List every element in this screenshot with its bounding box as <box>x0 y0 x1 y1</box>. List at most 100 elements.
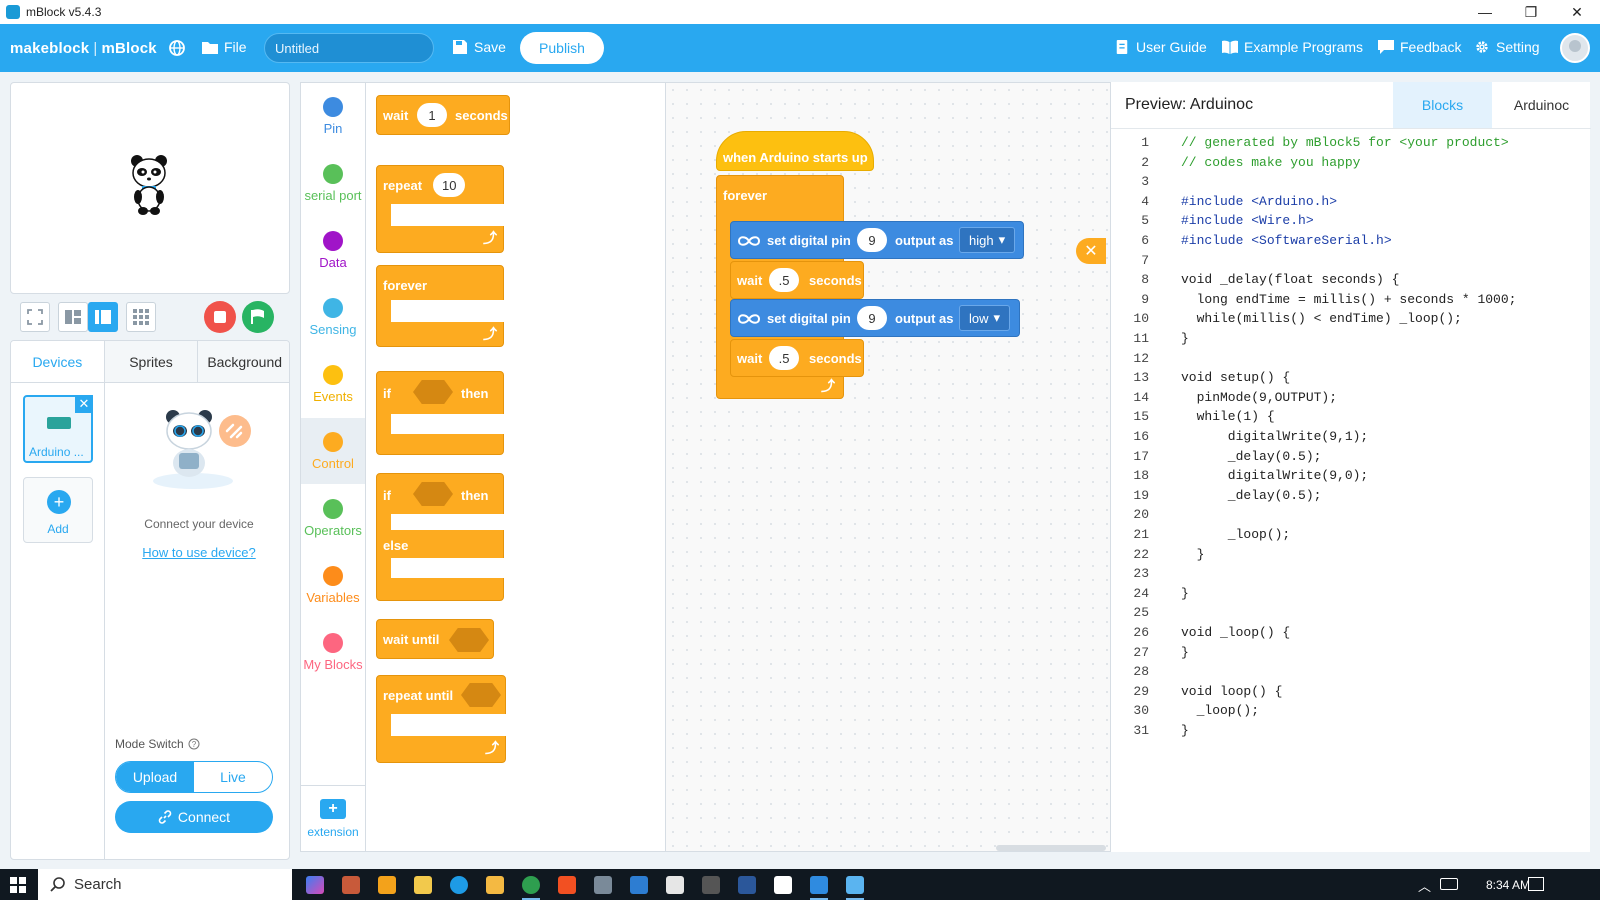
category-operators[interactable]: Operators <box>301 485 365 551</box>
set-digital-pin-low-block[interactable]: set digital pin 9 output as low▾ <box>730 299 1020 337</box>
connect-button[interactable]: Connect <box>115 801 273 833</box>
workspace-scrollbar[interactable] <box>996 845 1106 851</box>
windows-start-button[interactable] <box>10 877 26 893</box>
upload-mode-button[interactable]: Upload <box>116 762 194 792</box>
brave-browser-icon[interactable] <box>558 876 576 894</box>
setting-menu[interactable]: Setting <box>1474 39 1540 55</box>
app-icon[interactable] <box>342 876 360 894</box>
live-mode-button[interactable]: Live <box>220 769 246 785</box>
save-button[interactable]: Save <box>452 39 506 55</box>
feedback-link[interactable]: Feedback <box>1378 39 1461 55</box>
app-icon[interactable] <box>666 876 684 894</box>
wait-until-block[interactable]: wait until <box>376 619 494 659</box>
file-menu[interactable]: File <box>202 39 247 55</box>
wait-seconds-block[interactable]: wait .5 seconds <box>730 339 864 377</box>
battery-icon[interactable] <box>1440 878 1458 890</box>
chrome-browser-icon[interactable] <box>522 876 540 900</box>
fullscreen-button[interactable] <box>20 302 50 332</box>
app-icon[interactable] <box>486 876 504 894</box>
level-dropdown[interactable]: high▾ <box>959 227 1016 253</box>
script-workspace[interactable]: when Arduino starts up forever ⤴ set dig… <box>666 82 1110 852</box>
category-events[interactable]: Events <box>301 351 365 417</box>
level-dropdown[interactable]: low▾ <box>959 305 1011 331</box>
close-window-button[interactable]: ✕ <box>1571 3 1583 20</box>
if-then-block[interactable]: if then <box>376 371 505 455</box>
repeat-until-block[interactable]: repeat until ⤴ <box>376 675 507 763</box>
wait-seconds-block[interactable]: wait 1 seconds <box>376 95 510 135</box>
green-flag-button[interactable] <box>242 301 274 333</box>
mblock-taskbar-icon[interactable] <box>846 876 864 900</box>
collapse-preview-button[interactable]: ✕ <box>1076 238 1106 264</box>
wait-seconds-block[interactable]: wait .5 seconds <box>730 261 864 299</box>
tab-sprites[interactable]: Sprites <box>104 341 199 382</box>
publish-button[interactable]: Publish <box>520 32 604 64</box>
app-icon[interactable] <box>774 876 792 894</box>
code-editor[interactable]: 1// generated by mBlock5 for <your produ… <box>1111 128 1591 848</box>
condition-slot[interactable] <box>449 628 489 652</box>
wait-seconds-input[interactable]: .5 <box>769 346 799 370</box>
user-guide-label: User Guide <box>1136 39 1207 55</box>
minimize-button[interactable]: — <box>1478 4 1492 20</box>
normal-stage-button[interactable] <box>88 302 118 332</box>
set-digital-pin-high-block[interactable]: set digital pin 9 output as high▾ <box>730 221 1024 259</box>
language-globe-icon[interactable] <box>168 39 186 57</box>
chevron-up-icon[interactable]: ︿ <box>1418 879 1432 894</box>
app-icon[interactable] <box>810 876 828 900</box>
repeat-slot <box>391 204 505 226</box>
wait-seconds-input[interactable]: .5 <box>769 268 799 292</box>
taskbar-clock[interactable]: 8:34 AM <box>1486 877 1531 892</box>
folder-icon <box>202 42 218 54</box>
extension-button[interactable]: + extension <box>301 785 365 851</box>
category-serial-port[interactable]: serial port <box>301 150 365 216</box>
category-pin[interactable]: Pin <box>301 83 365 149</box>
main-area: Devices Sprites Background ✕ Arduino ...… <box>0 72 1600 869</box>
maximize-button[interactable]: ❐ <box>1524 3 1538 20</box>
remove-device-button[interactable]: ✕ <box>75 395 93 413</box>
if-then-else-block[interactable]: if then else <box>376 473 505 601</box>
condition-slot[interactable] <box>461 683 501 707</box>
example-programs-link[interactable]: Example Programs <box>1222 39 1363 55</box>
media-app-icon[interactable] <box>378 876 396 894</box>
condition-slot[interactable] <box>413 482 453 506</box>
tab-blocks[interactable]: Blocks <box>1393 82 1492 128</box>
condition-slot[interactable] <box>413 380 453 404</box>
user-guide-link[interactable]: User Guide <box>1114 39 1207 55</box>
tab-devices[interactable]: Devices <box>11 341 105 382</box>
tab-background[interactable]: Background <box>198 341 289 382</box>
how-to-use-device-link[interactable]: How to use device? <box>142 545 256 560</box>
app-icon[interactable] <box>630 876 648 894</box>
grid-view-button[interactable] <box>126 302 156 332</box>
copilot-app-icon[interactable] <box>306 876 324 894</box>
forever-block[interactable]: forever ⤴ <box>376 265 505 347</box>
arduino-device-card[interactable]: ✕ Arduino ... <box>23 395 93 463</box>
calculator-icon[interactable] <box>702 876 720 894</box>
app-icon[interactable] <box>594 876 612 894</box>
category-variables[interactable]: Variables <box>301 552 365 618</box>
stage-canvas[interactable] <box>10 82 290 294</box>
add-device-button[interactable]: + Add <box>23 477 93 543</box>
help-icon[interactable]: ? <box>188 738 200 750</box>
category-sensing[interactable]: Sensing <box>301 284 365 350</box>
tab-arduinoc[interactable]: Arduinoc <box>1513 97 1570 113</box>
category-control[interactable]: Control <box>301 418 365 484</box>
user-avatar[interactable] <box>1560 33 1590 63</box>
edge-browser-icon[interactable] <box>450 876 468 894</box>
line-number: 22 <box>1133 546 1149 562</box>
stop-button[interactable] <box>204 301 236 333</box>
file-explorer-icon[interactable] <box>414 876 432 894</box>
small-stage-button[interactable] <box>58 302 88 332</box>
pin-number-input[interactable]: 9 <box>857 306 887 330</box>
fullscreen-icon <box>27 309 43 325</box>
pin-number-input[interactable]: 9 <box>857 228 887 252</box>
taskbar-search[interactable]: Search <box>38 869 292 900</box>
repeat-count-input[interactable]: 10 <box>433 173 466 197</box>
category-data[interactable]: Data <box>301 217 365 283</box>
panda-sprite[interactable] <box>129 153 169 215</box>
project-title-input[interactable] <box>264 33 434 63</box>
repeat-block[interactable]: repeat 10 ⤴ <box>376 165 505 253</box>
wait-seconds-input[interactable]: 1 <box>417 103 447 127</box>
notifications-icon[interactable] <box>1528 877 1544 891</box>
word-icon[interactable] <box>738 876 756 894</box>
category-my-blocks[interactable]: My Blocks <box>301 619 365 685</box>
when-arduino-starts-block[interactable]: when Arduino starts up <box>716 131 874 171</box>
